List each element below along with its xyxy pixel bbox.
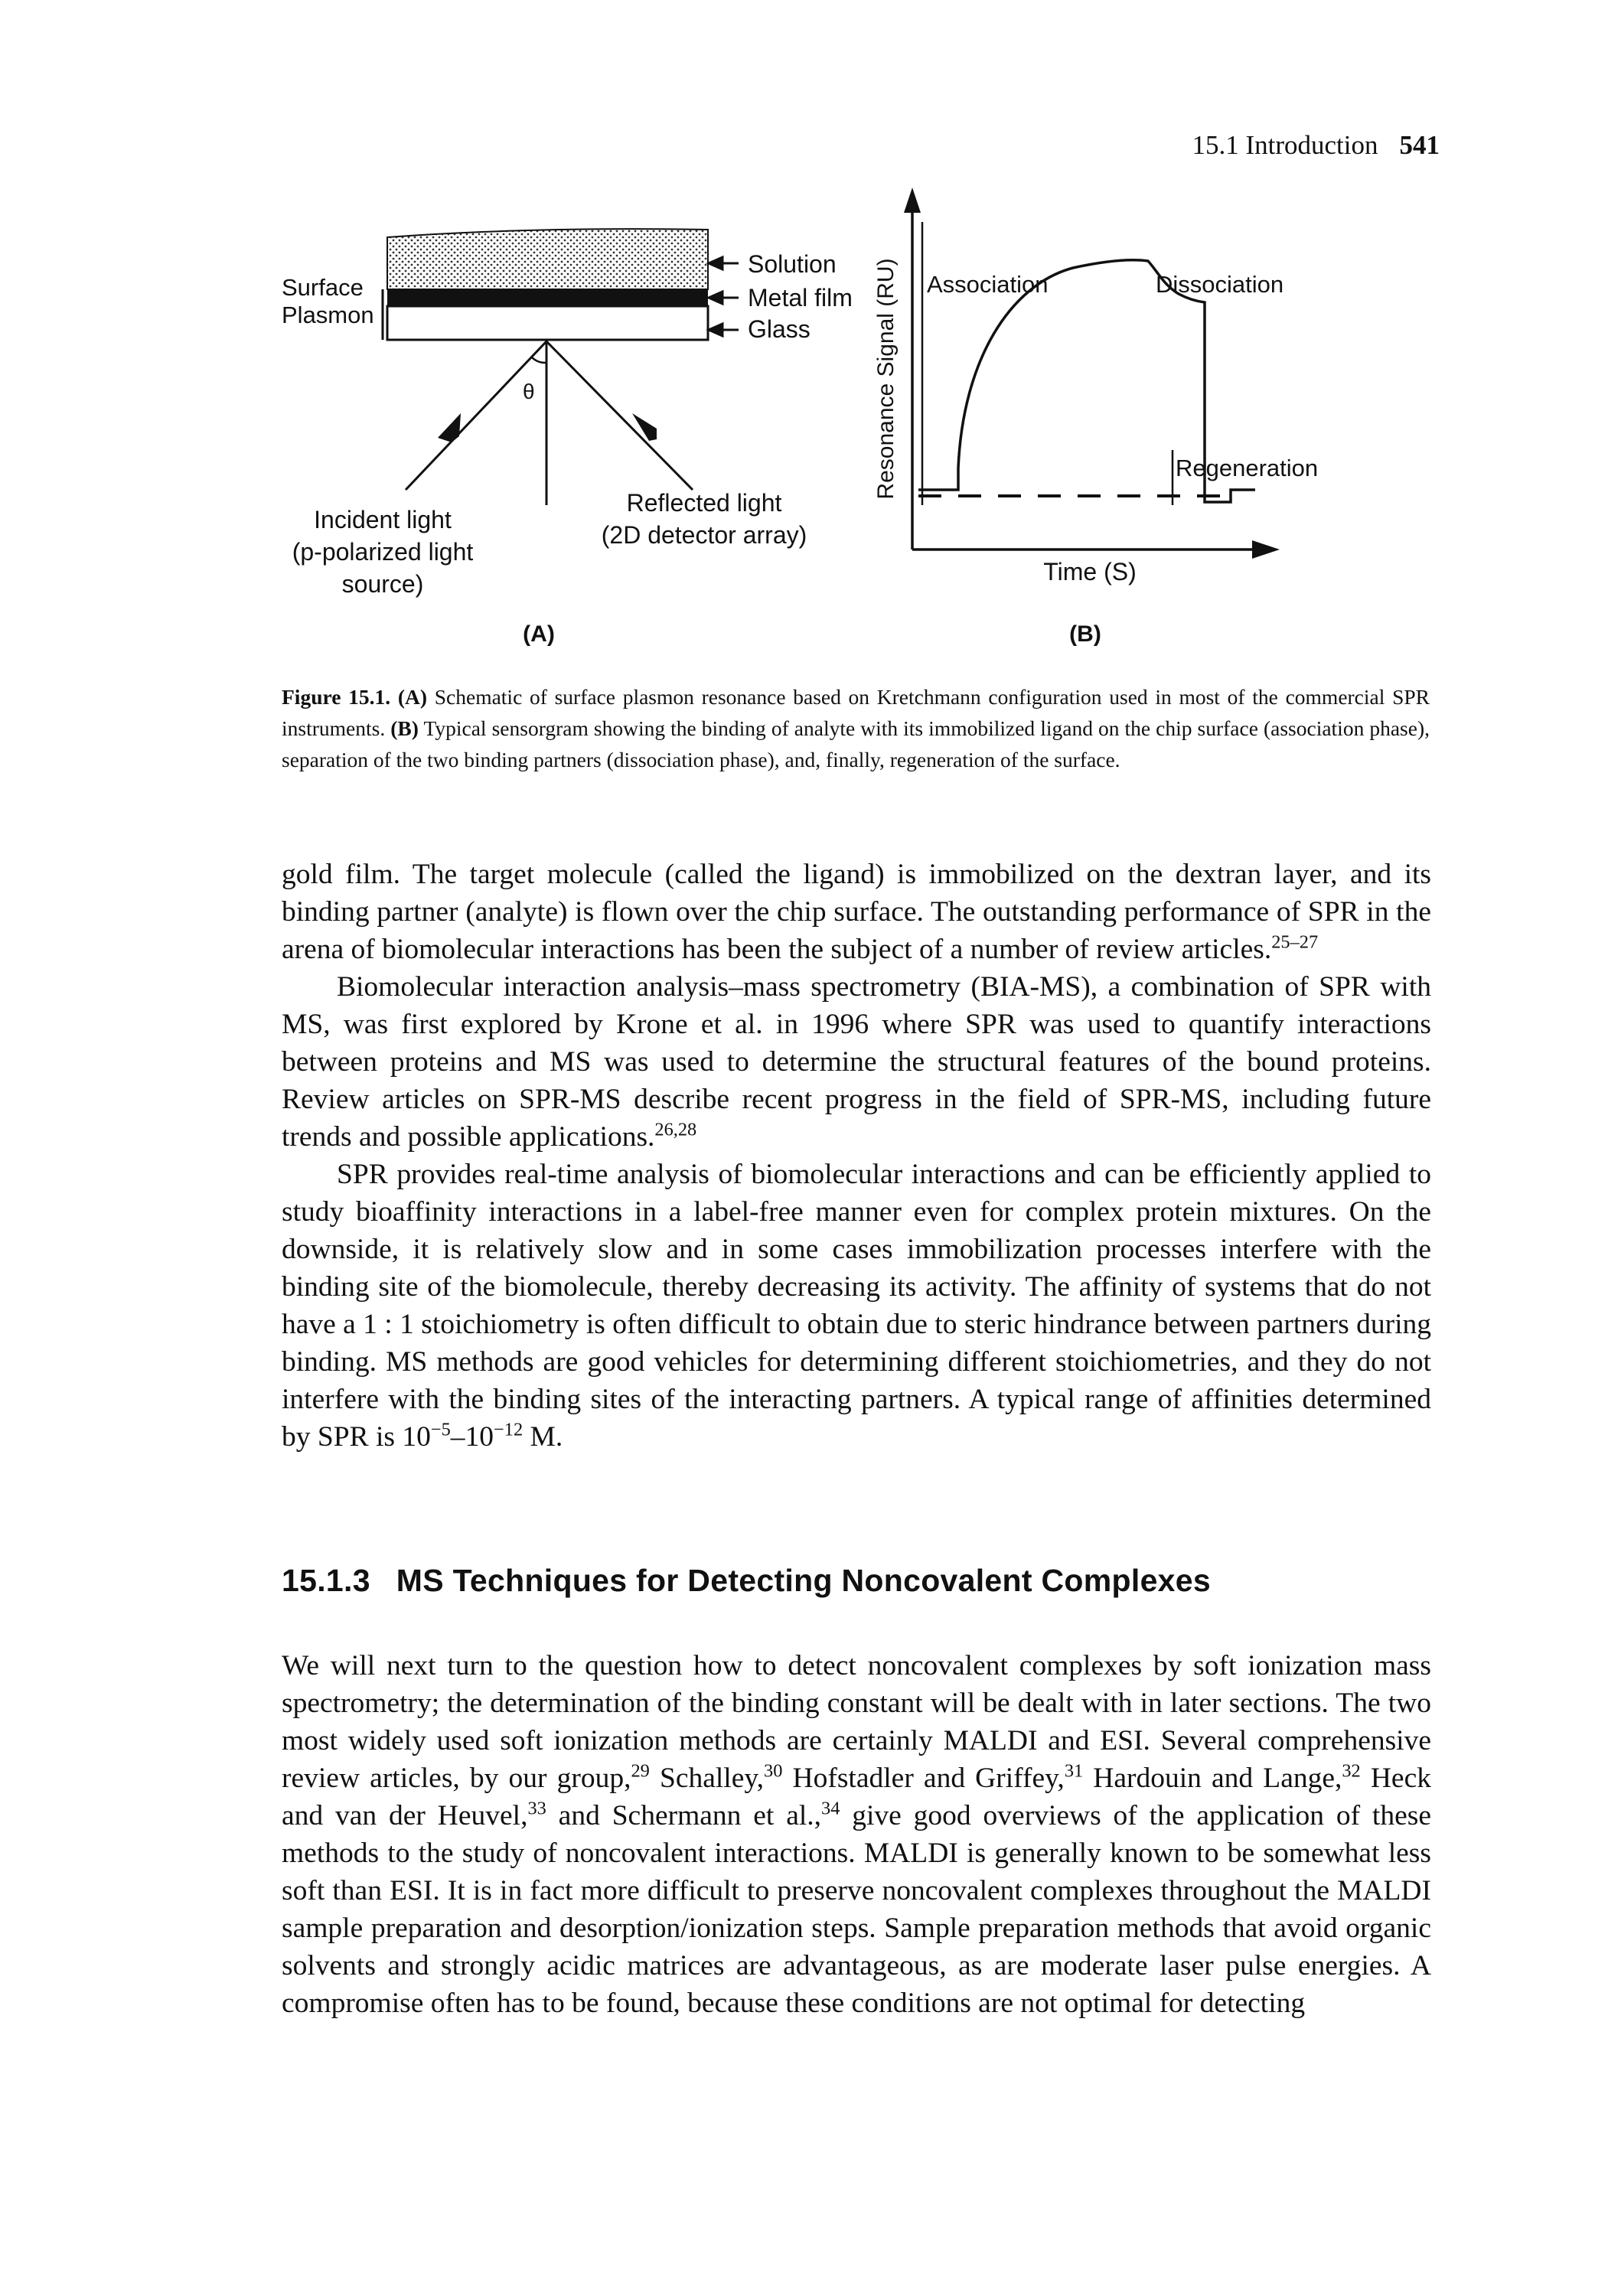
incident-label-line2: (p-polarized light <box>292 538 474 566</box>
incident-beam <box>404 340 548 491</box>
section-number: 15.1.3 <box>282 1563 370 1598</box>
citation: 31 <box>1064 1760 1084 1782</box>
surface-label: Surface <box>282 274 364 301</box>
body-text-lower: We will next turn to the question how to… <box>282 1647 1431 2022</box>
reflected-label-line2: (2D detector array) <box>602 521 807 549</box>
citation: 29 <box>631 1760 650 1782</box>
panel-b-tag: (B) <box>1069 621 1101 647</box>
metal-film-layer <box>387 289 708 306</box>
paragraph: SPR provides real-time analysis of biomo… <box>282 1156 1431 1456</box>
paragraph-text: Heck and van der Heuvel, <box>282 1763 1431 1831</box>
caption-a-text: Schematic of surface plasmon resonance b… <box>282 685 1430 740</box>
x-axis-arrow <box>1252 540 1280 559</box>
theta-arc <box>530 356 547 364</box>
paragraph-text: Hofstadler and Griffey, <box>782 1763 1065 1794</box>
glass-layer <box>386 305 709 341</box>
citation: 30 <box>764 1760 783 1782</box>
panel-b-sensorgram: Resonance Signal (RU) Time (S) Associati… <box>873 188 1318 647</box>
page-number: 541 <box>1399 130 1440 160</box>
citation: 26,28 <box>654 1119 697 1140</box>
exponent: −5 <box>430 1419 451 1440</box>
theta-symbol: θ <box>523 380 535 403</box>
paragraph-text: Biomolecular interaction analysis–mass s… <box>282 971 1431 1153</box>
running-head: 15.1 Introduction 541 <box>1192 130 1440 161</box>
paragraph-text: and Schermann et al., <box>546 1800 822 1831</box>
regeneration-label: Regeneration <box>1176 455 1318 481</box>
dissociation-label: Dissociation <box>1156 271 1283 298</box>
paragraph: Biomolecular interaction analysis–mass s… <box>282 968 1431 1156</box>
caption-b-tag: (B) <box>390 716 419 740</box>
incident-label-line3: source) <box>342 570 424 598</box>
range-dash: –10 <box>450 1421 494 1453</box>
paragraph-text: Schalley, <box>649 1763 765 1794</box>
metal-film-label: Metal film <box>748 284 853 311</box>
section-heading: 15.1.3 MS Techniques for Detecting Noncov… <box>282 1563 1431 1599</box>
caption-label: Figure 15.1. <box>282 685 391 709</box>
y-axis-arrow <box>904 188 921 213</box>
exponent: −12 <box>494 1419 523 1440</box>
paragraph-text: Hardouin and Lange, <box>1083 1763 1342 1794</box>
figure-15-1: Surface Plasmon Solution Metal film Glas… <box>282 188 1318 647</box>
paragraph: We will next turn to the question how to… <box>282 1647 1431 2022</box>
reflected-arrowhead <box>632 413 657 441</box>
section-title: MS Techniques for Detecting Noncovalent … <box>396 1563 1211 1598</box>
citation: 32 <box>1342 1760 1361 1782</box>
caption-a-tag: (A) <box>397 685 428 709</box>
caption-b-text: Typical sensorgram showing the binding o… <box>282 716 1430 771</box>
y-axis-label: Resonance Signal (RU) <box>873 258 899 499</box>
reflected-label-line1: Reflected light <box>627 489 782 517</box>
plasmon-label: Plasmon <box>282 302 374 328</box>
paragraph: gold film. The target molecule (called t… <box>282 856 1431 968</box>
incident-label-line1: Incident light <box>314 506 452 533</box>
paragraph-text: give good overviews of the application o… <box>282 1800 1431 2019</box>
panel-a-schematic: Surface Plasmon Solution Metal film Glas… <box>282 228 853 647</box>
citation: 25–27 <box>1271 931 1319 953</box>
paragraph-text: We will next turn to the question how to… <box>282 1650 1431 1794</box>
figure-caption: Figure 15.1. (A) Schematic of surface pl… <box>282 681 1430 775</box>
sensorgram-curve <box>918 258 1255 504</box>
paragraph-text: SPR provides real-time analysis of biomo… <box>282 1159 1431 1453</box>
glass-label: Glass <box>748 315 811 343</box>
paragraph-text: gold film. The target molecule (called t… <box>282 859 1431 965</box>
reflected-beam <box>545 340 694 491</box>
x-axis-label: Time (S) <box>1043 558 1136 585</box>
incident-arrowhead <box>438 413 461 442</box>
running-head-section: 15.1 Introduction <box>1192 130 1378 160</box>
citation: 34 <box>821 1798 840 1819</box>
solution-label: Solution <box>748 250 837 278</box>
panel-a-tag: (A) <box>523 621 555 647</box>
body-text-upper: gold film. The target molecule (called t… <box>282 856 1431 1456</box>
solution-layer <box>387 228 709 290</box>
paragraph-end: M. <box>523 1421 563 1453</box>
citation: 33 <box>527 1798 546 1819</box>
layer-pointers <box>706 255 739 338</box>
association-label: Association <box>927 271 1049 298</box>
